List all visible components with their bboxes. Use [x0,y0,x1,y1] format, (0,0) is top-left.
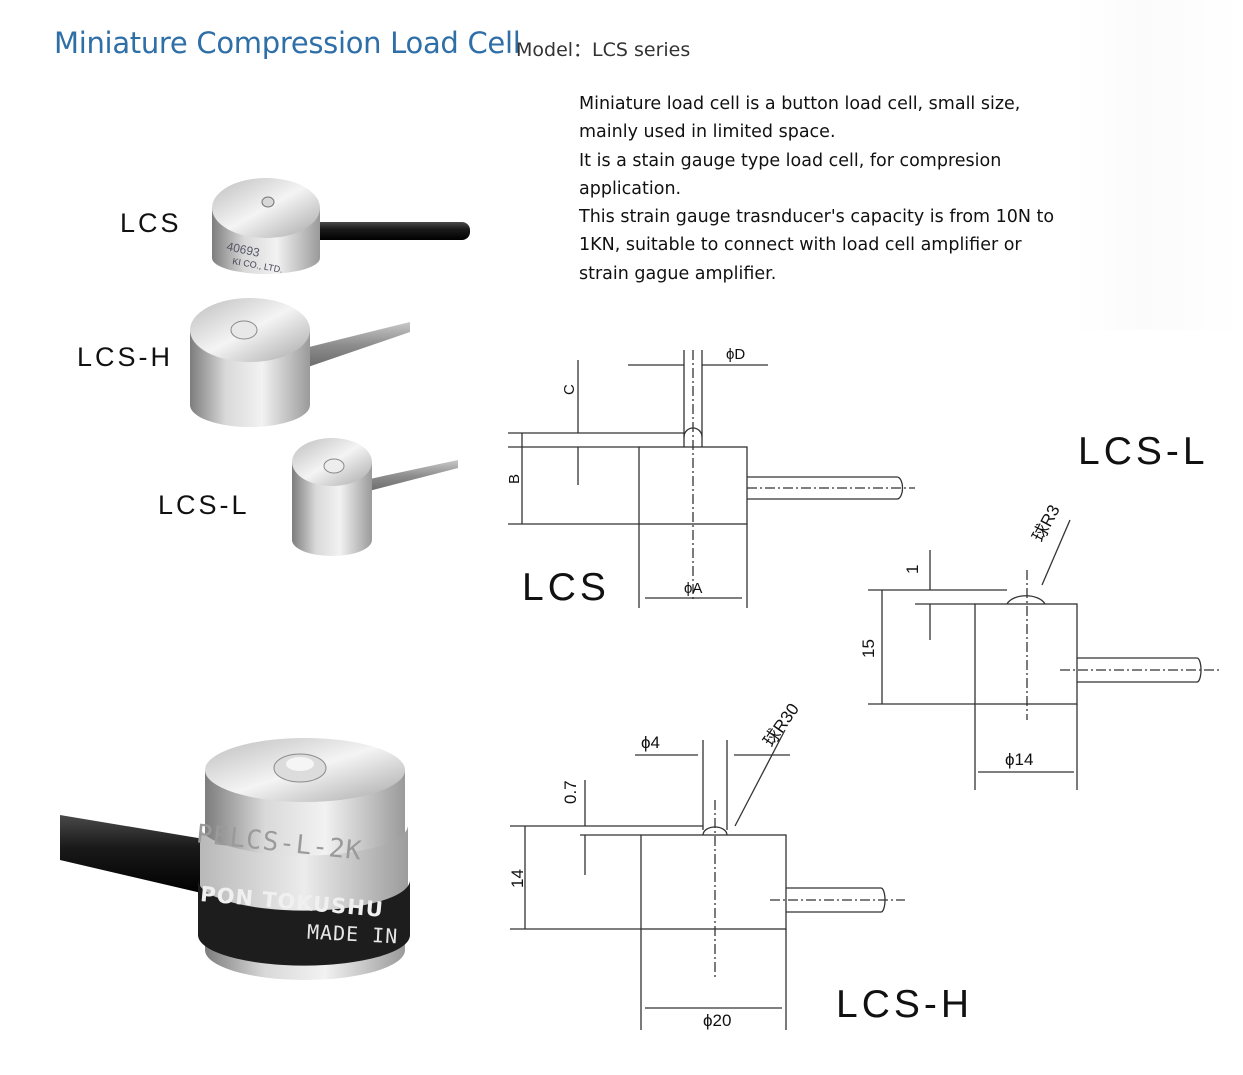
lcs-dim-c: C [561,384,578,395]
drawing-title-lcs-h: LCS-H [836,983,974,1026]
description-line: 1KN, suitable to connect with load cell … [579,235,1022,256]
lcs-h-dim-4: ϕ4 [641,733,660,752]
photo-label-lcs-l: LCS-L [158,490,250,520]
description: Miniature load cell is a button load cel… [579,90,1059,288]
description-line: mainly used in limited space. [579,122,836,143]
page-title: Miniature Compression Load Cell [54,26,521,60]
lcs-h-drawing [510,729,905,1030]
lcs-l-dim-r: 球R3 [1029,502,1064,545]
description-line: application. [579,178,682,199]
lcs-h-photo [190,298,410,427]
lcs-h-dim-14: 14 [508,869,527,888]
lcs-h-dim-20: ϕ20 [703,1011,731,1030]
lcs-dim-d: ϕD [726,346,745,363]
model-label: Model：LCS series [516,39,691,61]
drawing-title-lcs-l: LCS-L [1078,430,1209,473]
lcs-l-dim-1: 1 [903,565,922,574]
photo-label-lcs: LCS [120,208,182,238]
closeup-photo [60,738,410,980]
lcs-drawing [508,350,915,608]
background-panel [1075,0,1243,330]
photo-label-lcs-h: LCS-H [77,342,174,372]
svg-text:40693: 40693 [225,239,261,260]
drawing-title-lcs: LCS [522,566,610,609]
lcs-l-dim-15: 15 [859,639,878,658]
lcs-l-photo [292,438,458,556]
description-line: strain gague amplifier. [579,263,777,284]
lcs-photo: 40693 KI CO., LTD. [212,178,470,275]
lcs-dim-a: ϕA [684,580,702,597]
description-line: Miniature load cell is a button load cel… [579,94,1021,114]
description-line: It is a stain gauge type load cell, for … [579,150,1002,171]
description-line: This strain gauge trasnducer's capacity … [579,207,1055,228]
lcs-h-dim-r: 球R30 [760,700,803,750]
lcs-l-drawing [868,519,1220,790]
lcs-l-dim-14: ϕ14 [1005,750,1033,769]
lcs-dim-b: B [506,474,523,484]
lcs-h-dim-07: 0.7 [561,780,580,804]
